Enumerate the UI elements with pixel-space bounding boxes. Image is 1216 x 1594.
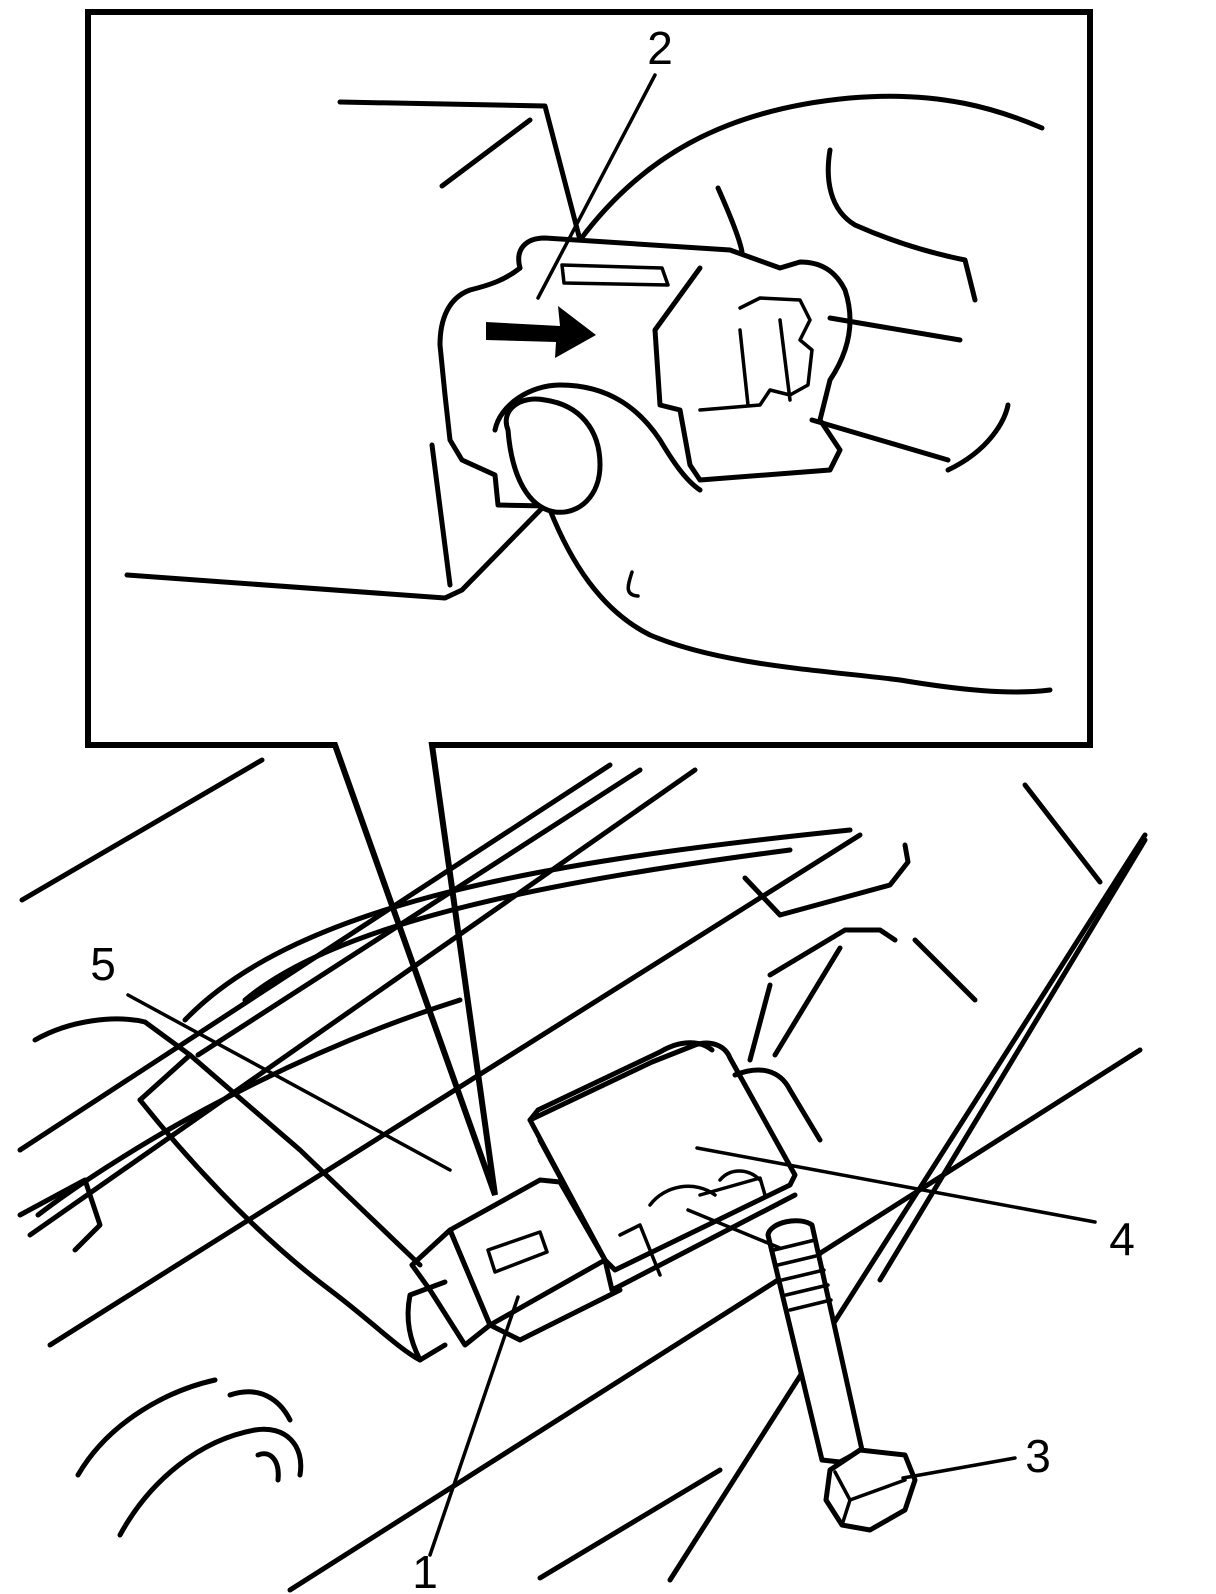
callout-1: 1 <box>412 1546 438 1594</box>
panel-line-e <box>47 832 863 1348</box>
bracket-arm-lower <box>747 945 843 1063</box>
panel-line-g <box>537 1467 723 1581</box>
inset-connector-detail <box>738 318 792 407</box>
main-view <box>17 757 1148 1593</box>
hand-wrist-right <box>945 402 1011 473</box>
inset-connector-left <box>437 265 551 509</box>
inset-harness-top <box>827 315 963 343</box>
hand-palm <box>547 507 1053 695</box>
knuckle-mark <box>626 570 640 598</box>
lower-curve-a <box>75 1377 218 1478</box>
panel-line-h <box>667 832 1148 1583</box>
leader-5 <box>126 993 452 1172</box>
main-connector-lip <box>487 1287 623 1343</box>
lower-curve-c <box>227 1389 293 1423</box>
thumb <box>503 396 603 515</box>
main-connector-slot <box>486 1230 549 1274</box>
bracket-rib <box>742 842 911 918</box>
leader-1 <box>428 1295 520 1557</box>
bolt <box>765 1218 918 1533</box>
inset-connector-body <box>516 235 853 483</box>
finger-upper <box>715 185 745 255</box>
inset-vertical-edge <box>429 442 453 588</box>
inset-bracket-bottom <box>124 497 553 601</box>
sensor-flange <box>732 1067 823 1143</box>
inset-bracket-diag <box>439 117 533 189</box>
leader-2 <box>536 73 657 300</box>
inset-harness-bottom <box>809 417 951 463</box>
push-arrow-icon <box>486 306 596 358</box>
panel-line-c <box>27 767 698 1238</box>
panel-line-a <box>19 757 265 903</box>
main-connector-front <box>409 1227 493 1348</box>
thumb-base <box>492 382 703 493</box>
harness-end <box>405 1279 448 1363</box>
panel-curve-top <box>182 827 853 1023</box>
hand-knuckle <box>825 147 978 303</box>
panel-line-d <box>195 767 643 1058</box>
bolt-head-edge <box>833 1470 907 1527</box>
bracket-left-tab <box>17 1177 103 1253</box>
hand-back <box>577 93 1045 243</box>
bolt-threads <box>772 1238 833 1312</box>
callout-4: 4 <box>1109 1213 1135 1265</box>
bracket-arm <box>767 927 898 978</box>
panel-line-i <box>877 837 1148 1283</box>
inset-frame <box>85 9 1093 1197</box>
callout-3: 3 <box>1025 1430 1051 1482</box>
harness-outline <box>137 1052 423 1268</box>
panel-curve-lower <box>35 997 463 1218</box>
leader-bolt <box>686 1208 782 1250</box>
sensor-top-edge <box>527 1040 715 1123</box>
detail-inset <box>85 9 1093 1197</box>
bolt-head <box>823 1447 918 1533</box>
lower-curve-d <box>255 1451 281 1483</box>
harness-lower <box>137 1097 448 1363</box>
sensor-base <box>618 1176 767 1277</box>
inset-connector-slot <box>560 263 670 287</box>
inset-connector-latch <box>698 296 814 412</box>
callout-5: 5 <box>90 938 116 990</box>
lower-curve-b <box>117 1426 304 1538</box>
leader-4 <box>695 1146 1097 1224</box>
panel-line-k <box>912 937 978 1003</box>
inset-bracket-top <box>337 99 583 243</box>
harness-upper <box>32 1016 193 1058</box>
panel-line-f <box>287 1047 1143 1593</box>
panel-line-j <box>1022 782 1103 885</box>
panel-curve-mid <box>242 847 793 1003</box>
callout-2: 2 <box>647 22 673 74</box>
leader-3 <box>901 1456 1017 1480</box>
